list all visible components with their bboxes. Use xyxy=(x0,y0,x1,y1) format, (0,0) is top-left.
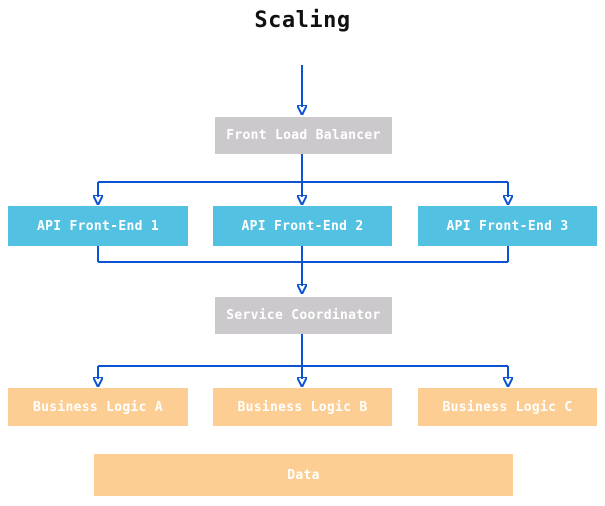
node-api-front-end-2: API Front-End 2 xyxy=(213,206,392,246)
node-service-coordinator: Service Coordinator xyxy=(215,297,392,334)
node-business-logic-a: Business Logic A xyxy=(8,388,188,426)
node-data: Data xyxy=(94,454,513,496)
node-api-front-end-3: API Front-End 3 xyxy=(418,206,597,246)
diagram-title: Scaling xyxy=(254,8,351,33)
node-business-logic-b: Business Logic B xyxy=(213,388,392,426)
node-front-load-balancer: Front Load Balancer xyxy=(215,117,392,154)
node-api-front-end-1: API Front-End 1 xyxy=(8,206,188,246)
node-business-logic-c: Business Logic C xyxy=(418,388,597,426)
